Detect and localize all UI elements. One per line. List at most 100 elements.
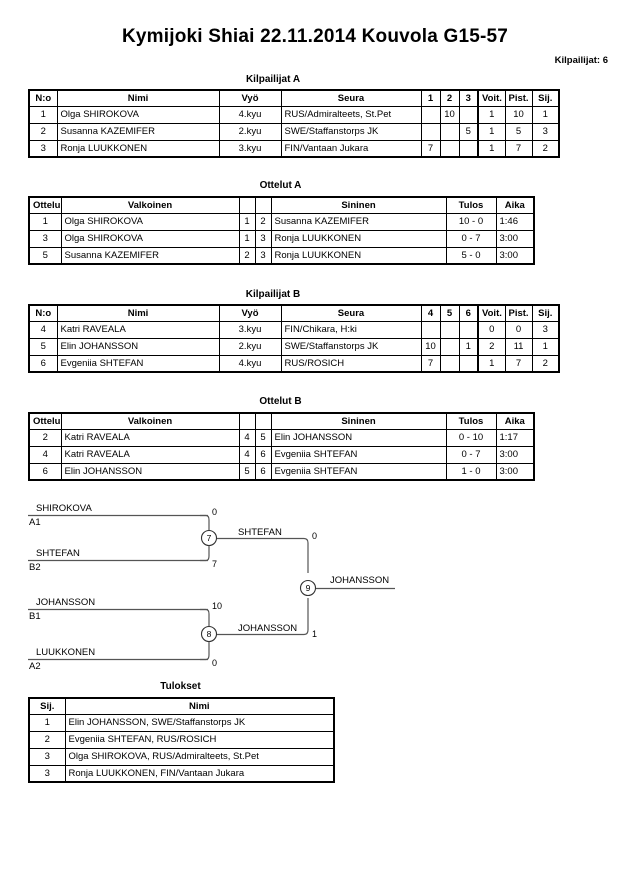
bracket-seed-code-b2: B2 (29, 562, 41, 573)
cell-blue: Ronja LUUKKONEN (270, 229, 447, 248)
pool-b-header-row: N:o Nimi Vyö Seura 4 5 6 Voit. Pist. Sij… (28, 304, 560, 322)
pool-a-header-row: N:o Nimi Vyö Seura 1 2 3 Voit. Pist. Sij… (28, 89, 560, 107)
table-row: 2 Susanna KAZEMIFER 2.kyu SWE/Staffansto… (28, 122, 560, 141)
col-blue: Sininen (270, 196, 447, 214)
bracket-seed-name-b1: JOHANSSON (36, 597, 95, 608)
col-opp-6: 6 (458, 304, 479, 322)
bracket-score-sf2-bottom: 0 (212, 658, 217, 668)
cell-name: Ronja LUUKKONEN, FIN/Vantaan Jukara (64, 764, 335, 783)
cell-blue-no: 6 (254, 445, 272, 464)
bracket-seed-code-a2: A2 (29, 661, 41, 672)
cell-match-no: 1 (28, 212, 62, 231)
bracket-champion: JOHANSSON (330, 575, 389, 586)
cell-white: Katri RAVEALA (60, 428, 240, 447)
results-caption: Tulokset (160, 681, 201, 692)
matches-b-table: Ottelu Valkoinen Sininen Tulos Aika 2 Ka… (28, 412, 535, 481)
col-match-no: Ottelu (28, 196, 62, 214)
cell-blue: Elin JOHANSSON (270, 428, 447, 447)
cell-club: SWE/Staffanstorps JK (280, 337, 422, 356)
cell-result: 5 - 0 (445, 246, 497, 265)
table-row: 4 Katri RAVEALA 3.kyu FIN/Chikara, H:ki … (28, 320, 560, 339)
cell-belt: 4.kyu (218, 105, 282, 124)
cell-no: 1 (28, 105, 58, 124)
table-row: 2 Katri RAVEALA 4 5 Elin JOHANSSON 0 - 1… (28, 428, 535, 447)
cell-score-3: 5 (458, 122, 479, 141)
cell-belt: 2.kyu (218, 122, 282, 141)
cell-match-no: 2 (28, 428, 62, 447)
cell-white: Elin JOHANSSON (60, 462, 240, 481)
elimination-bracket: SHIROKOVA A1 SHTEFAN B2 0 7 7 SHTEFAN 0 … (0, 495, 630, 680)
cell-no: 6 (28, 354, 58, 373)
table-row: 3 Olga SHIROKOVA, RUS/Admiralteets, St.P… (28, 747, 335, 766)
col-belt: Vyö (218, 304, 282, 322)
cell-white-no: 4 (238, 445, 256, 464)
bracket-match-no-7: 7 (207, 533, 212, 543)
col-blue-no (254, 196, 272, 214)
cell-points: 7 (504, 354, 533, 373)
col-points: Pist. (504, 304, 533, 322)
cell-score-3 (458, 105, 479, 124)
bracket-match-circle-7 (200, 529, 218, 547)
cell-score-3 (458, 354, 479, 373)
col-opp-4: 4 (420, 304, 441, 322)
col-name: Nimi (64, 697, 335, 715)
cell-time: 3:00 (495, 462, 535, 481)
cell-wins: 1 (477, 139, 506, 158)
cell-blue: Evgeniia SHTEFAN (270, 462, 447, 481)
cell-no: 5 (28, 337, 58, 356)
cell-rank: 2 (28, 730, 66, 749)
bracket-score-sf1-top: 0 (212, 507, 217, 517)
cell-time: 1:46 (495, 212, 535, 231)
cell-score-1: 10 (420, 337, 441, 356)
cell-match-no: 3 (28, 229, 62, 248)
competitors-count: Kilpailijat: 6 (554, 55, 608, 66)
col-white: Valkoinen (60, 196, 240, 214)
matches-b-header-row: Ottelu Valkoinen Sininen Tulos Aika (28, 412, 535, 430)
cell-white-no: 5 (238, 462, 256, 481)
cell-blue: Ronja LUUKKONEN (270, 246, 447, 265)
matches-a-caption: Ottelut A (259, 180, 302, 191)
table-row: 1 Elin JOHANSSON, SWE/Staffanstorps JK (28, 713, 335, 732)
col-blue: Sininen (270, 412, 447, 430)
cell-time: 3:00 (495, 445, 535, 464)
cell-score-3 (458, 320, 479, 339)
cell-score-1: 7 (420, 354, 441, 373)
col-club: Seura (280, 89, 422, 107)
cell-white-no: 1 (238, 212, 256, 231)
bracket-seed-code-b1: B1 (29, 611, 41, 622)
cell-rank: 3 (531, 320, 560, 339)
cell-blue-no: 2 (254, 212, 272, 231)
col-result: Tulos (445, 412, 497, 430)
col-opp-3: 3 (458, 89, 479, 107)
cell-white-no: 2 (238, 246, 256, 265)
cell-club: SWE/Staffanstorps JK (280, 122, 422, 141)
cell-belt: 3.kyu (218, 320, 282, 339)
bracket-winner-sf1: SHTEFAN (238, 527, 282, 538)
cell-white-no: 4 (238, 428, 256, 447)
cell-rank: 3 (28, 747, 66, 766)
table-row: 1 Olga SHIROKOVA 4.kyu RUS/Admiralteets,… (28, 105, 560, 124)
bracket-seed-name-b2: SHTEFAN (36, 548, 80, 559)
cell-wins: 0 (477, 320, 506, 339)
bracket-seed-name-a1: SHIROKOVA (36, 503, 92, 514)
cell-name: Elin JOHANSSON, SWE/Staffanstorps JK (64, 713, 335, 732)
col-result: Tulos (445, 196, 497, 214)
cell-club: FIN/Chikara, H:ki (280, 320, 422, 339)
table-row: 3 Olga SHIROKOVA 1 3 Ronja LUUKKONEN 0 -… (28, 229, 535, 248)
matches-a-header-row: Ottelu Valkoinen Sininen Tulos Aika (28, 196, 535, 214)
cell-belt: 3.kyu (218, 139, 282, 158)
cell-score-2: 10 (439, 105, 460, 124)
cell-white-no: 1 (238, 229, 256, 248)
cell-white: Olga SHIROKOVA (60, 229, 240, 248)
cell-points: 0 (504, 320, 533, 339)
matches-a-table: Ottelu Valkoinen Sininen Tulos Aika 1 Ol… (28, 196, 535, 265)
col-wins: Voit. (477, 304, 506, 322)
cell-white: Katri RAVEALA (60, 445, 240, 464)
col-blue-no (254, 412, 272, 430)
cell-rank: 2 (531, 354, 560, 373)
cell-score-2 (439, 337, 460, 356)
cell-wins: 1 (477, 354, 506, 373)
table-row: 3 Ronja LUUKKONEN, FIN/Vantaan Jukara (28, 764, 335, 783)
col-opp-1: 1 (420, 89, 441, 107)
